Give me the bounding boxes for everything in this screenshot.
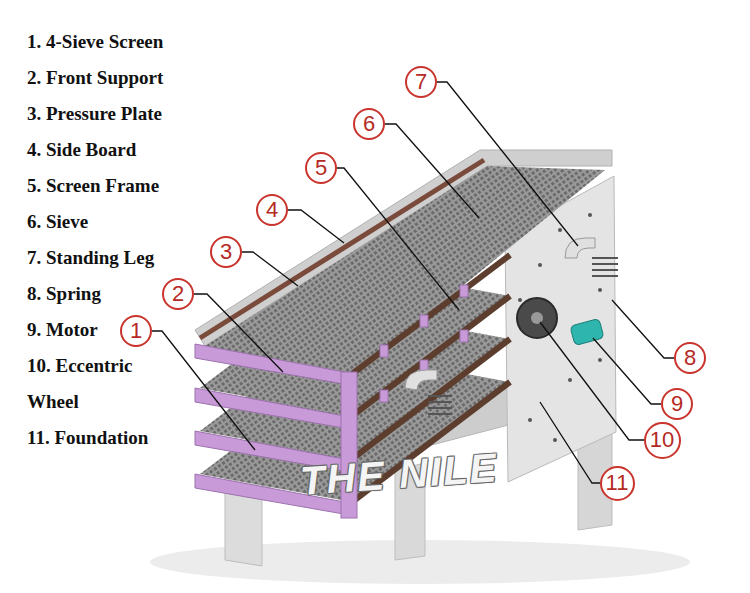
callout-number: 9: [671, 393, 683, 415]
part-name: 11. Foundation: [27, 420, 148, 456]
callout-circle: 8: [674, 342, 706, 374]
part-name: 1. 4-Sieve Screen: [27, 24, 163, 60]
part-name: 7. Standing Leg: [27, 240, 154, 276]
part-name: 9. Motor: [27, 312, 98, 348]
callout-circle: 3: [210, 236, 242, 268]
part-name: 5. Screen Frame: [27, 168, 159, 204]
callout-circle: 7: [405, 66, 437, 98]
part-name: 6. Sieve: [27, 204, 88, 240]
callout-number: 10: [650, 429, 674, 451]
part-name: 8. Spring: [27, 276, 101, 312]
callout-number: 3: [220, 241, 232, 263]
watermark: THE NILE: [299, 445, 500, 504]
part-name: 4. Side Board: [27, 132, 136, 168]
callout-number: 8: [684, 347, 696, 369]
part-name: 2. Front Support: [27, 60, 163, 96]
callout-circle: 6: [353, 108, 385, 140]
callout-circle: 2: [162, 278, 194, 310]
part-name: 10. Eccentric Wheel: [27, 348, 167, 420]
callout-circle: 9: [661, 388, 693, 420]
callout-circle: 11: [600, 466, 635, 501]
callout-number: 2: [172, 283, 184, 305]
callout-number: 7: [415, 71, 427, 93]
callout-number: 4: [266, 199, 278, 221]
callout-circle: 5: [305, 152, 337, 184]
callout-number: 1: [130, 320, 142, 342]
callout-number: 6: [363, 113, 375, 135]
callout-number: 11: [606, 472, 629, 494]
callout-circle: 1: [120, 315, 152, 347]
callout-number: 5: [315, 157, 327, 179]
callout-circle: 10: [644, 422, 681, 459]
part-name: 3. Pressure Plate: [27, 96, 162, 132]
callout-circle: 4: [256, 194, 288, 226]
